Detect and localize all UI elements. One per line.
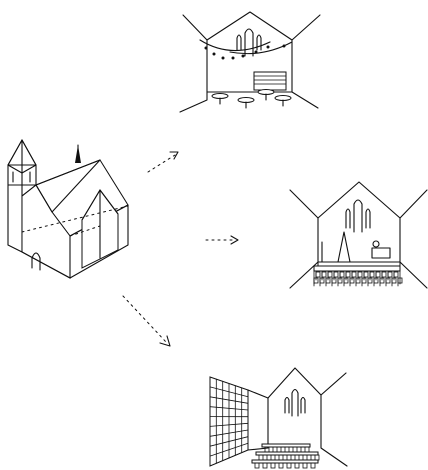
arrow-to-library [123, 296, 170, 346]
library-reading-tables [252, 444, 319, 468]
church-interior-event-venue-icon [180, 12, 320, 112]
church-interior-performance-hall-icon [290, 182, 427, 288]
arrow-to-venue [148, 152, 178, 172]
theater-seat-rows [314, 272, 402, 286]
church-building-icon [8, 140, 128, 278]
church-interior-library-icon [210, 368, 347, 468]
arrow-to-theater [206, 236, 238, 244]
